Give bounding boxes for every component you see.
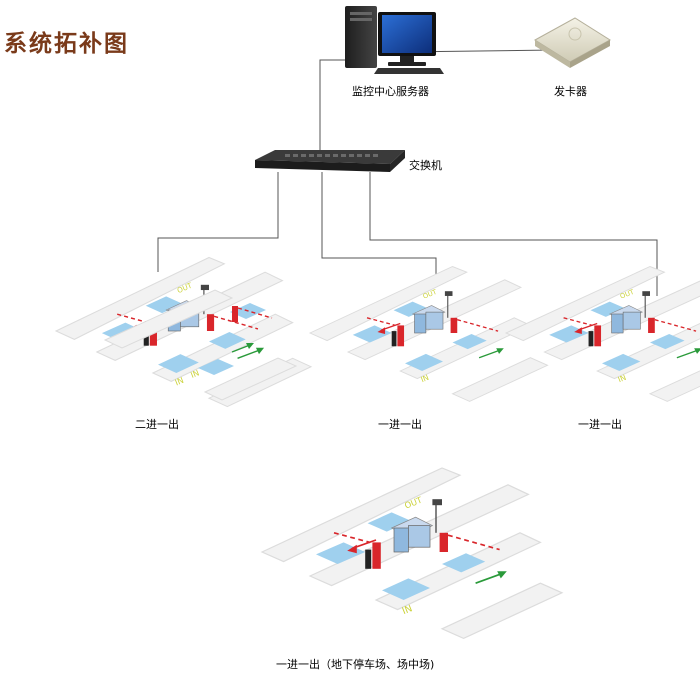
lane-scene-4 (261, 467, 563, 640)
diagram-title: 系统拓补图 (4, 31, 129, 57)
switch-label: 交换机 (409, 159, 442, 172)
card-issuer-label: 发卡器 (554, 85, 587, 98)
svg-text:IN: IN (189, 368, 200, 379)
server-label: 监控中心服务器 (352, 85, 429, 98)
network-switch-icon (255, 150, 405, 172)
lane-label-3: 一进一出 (578, 418, 622, 431)
card-reader-icon (534, 17, 611, 68)
lane-label-4: 一进一出（地下停车场、场中场) (276, 658, 435, 671)
lane-label-2: 一进一出 (378, 418, 422, 431)
lane-scene-3 (505, 265, 700, 403)
lane-scene-1: IN (55, 256, 312, 408)
desktop-computer-icon (345, 6, 444, 74)
lane-label-1: 二进一出 (135, 418, 179, 431)
